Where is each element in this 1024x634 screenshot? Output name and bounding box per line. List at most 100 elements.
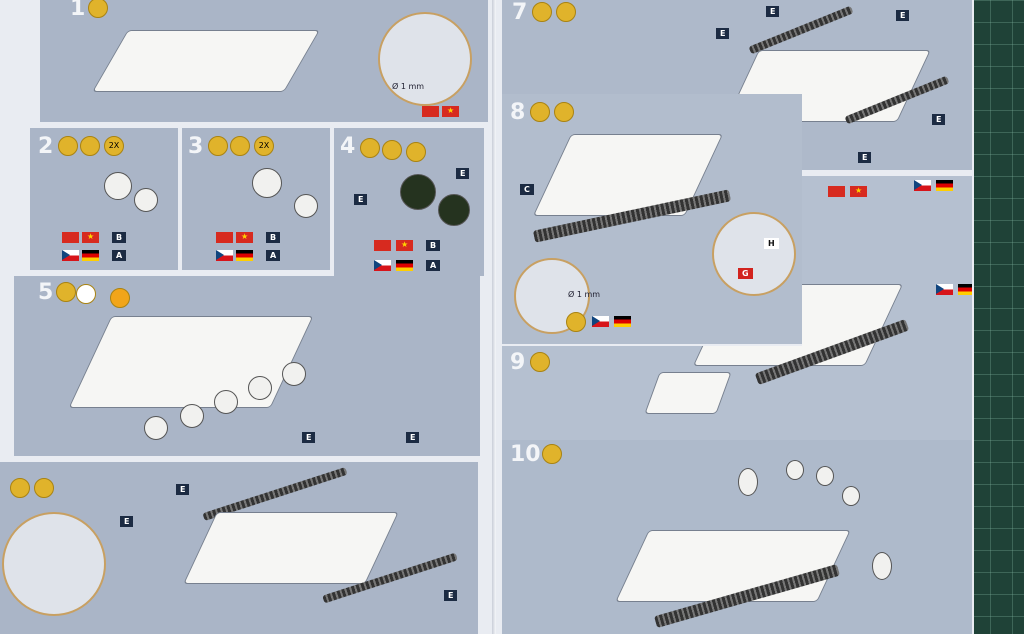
sprue-tag-a: A xyxy=(266,250,281,261)
flag-china xyxy=(62,232,79,243)
step-8-panel: 8 C H G Ø 1 mm xyxy=(502,94,802,344)
flag-vietnam xyxy=(850,186,867,197)
paint-icon xyxy=(230,136,250,156)
step-5-panel: 5 xyxy=(14,276,480,456)
flag-germany xyxy=(958,284,972,295)
flag-vietnam xyxy=(396,240,413,251)
hull-parts-drawing xyxy=(92,30,320,92)
glue-icon xyxy=(542,444,562,464)
road-wheel xyxy=(214,390,238,414)
glue-icon xyxy=(10,478,30,498)
sprue-tag-e: E xyxy=(896,10,910,21)
glue-icon xyxy=(532,2,552,22)
drill-note: Ø 1 mm xyxy=(568,290,601,299)
sprue-tag-c: C xyxy=(520,184,534,195)
glue-icon xyxy=(208,136,228,156)
flag-czech xyxy=(592,316,609,327)
flag-china xyxy=(828,186,845,197)
glue-icon xyxy=(530,352,550,372)
drum-lid-part xyxy=(786,460,804,480)
quantity-badge: 2X xyxy=(254,136,274,156)
detail-inset xyxy=(2,512,106,616)
track-link-strip xyxy=(748,5,854,55)
sprue-tag-a: A xyxy=(426,260,441,271)
glue-icon xyxy=(360,138,380,158)
complete-hull-drawing xyxy=(615,530,851,602)
flag-germany xyxy=(396,260,413,271)
flag-czech xyxy=(62,250,79,261)
road-wheel xyxy=(248,376,272,400)
step-number: 5 xyxy=(38,280,54,305)
road-wheel xyxy=(180,404,204,428)
flag-vietnam xyxy=(236,232,253,243)
glue-icon xyxy=(56,282,76,302)
instruction-sheet-left: 1 Ø 1 mm 2 2X B A 3 2X B A xyxy=(0,0,496,634)
cement-icon xyxy=(110,288,130,308)
flag-germany xyxy=(614,316,631,327)
glue-icon xyxy=(58,136,78,156)
step-number: 4 xyxy=(340,134,356,159)
attention-icon xyxy=(566,312,586,332)
step-3-panel: 3 2X B A xyxy=(182,128,330,270)
flag-czech xyxy=(914,180,931,191)
paint-icon xyxy=(382,140,402,160)
sprue-tag-e: E xyxy=(716,28,730,39)
flag-china xyxy=(422,106,439,117)
sprue-tag-b: B xyxy=(426,240,441,251)
step-6-panel: E E E E E xyxy=(0,432,478,634)
hull-with-tracks xyxy=(183,512,399,584)
rear-plate-part xyxy=(644,372,732,414)
sprue-tag-e: E xyxy=(932,114,946,125)
flag-germany xyxy=(82,250,99,261)
step-2-panel: 2 2X B A xyxy=(30,128,178,270)
sprue-tag-e: E xyxy=(456,168,470,179)
sprue-tag-g: G xyxy=(738,268,753,279)
step-number: 3 xyxy=(188,134,204,159)
sprue-tag-e: E xyxy=(858,152,872,163)
flag-vietnam xyxy=(82,232,99,243)
sprue-tag-a: A xyxy=(112,250,127,261)
flag-germany xyxy=(236,250,253,261)
wheel-part xyxy=(252,168,282,198)
sprue-tag-b: B xyxy=(112,232,127,243)
drum-lid-part xyxy=(816,466,834,486)
paint-icon xyxy=(34,478,54,498)
sprue-tag-e: E xyxy=(406,432,420,443)
brush-icon xyxy=(406,142,426,162)
sprue-tag-e: E xyxy=(120,516,134,527)
sprue-tag-b: B xyxy=(266,232,281,243)
detail-inset xyxy=(712,212,796,296)
flag-czech xyxy=(374,260,391,271)
sprue-tag-e: E xyxy=(444,590,458,601)
sprue-tag-e: E xyxy=(354,194,368,205)
step-4-panel: 4 E E B A xyxy=(334,128,484,276)
step-number: 8 xyxy=(510,100,526,125)
step-number: 1 xyxy=(70,0,86,21)
sprue-tag-e: E xyxy=(176,484,190,495)
flag-china xyxy=(216,232,233,243)
fuel-drum-part xyxy=(872,552,892,580)
flag-germany xyxy=(936,180,953,191)
road-wheel-dark xyxy=(438,194,470,226)
paint-icon xyxy=(554,102,574,122)
wheel-part xyxy=(104,172,132,200)
sprue-tag-h: H xyxy=(764,238,779,249)
step-number: 9 xyxy=(510,350,526,375)
sprue-tag-e: E xyxy=(302,432,316,443)
flag-czech xyxy=(936,284,953,295)
instruction-sheet-right: 7 E E E E E 8 C H G Ø 1 mm 9 xyxy=(496,0,974,634)
paint-icon xyxy=(556,2,576,22)
detail-inset xyxy=(378,12,472,106)
fuel-drum-part xyxy=(738,468,758,496)
quantity-badge: 2X xyxy=(104,136,124,156)
flag-china xyxy=(374,240,391,251)
lower-hull-drawing xyxy=(68,316,314,408)
step-1-panel: 1 Ø 1 mm xyxy=(40,0,488,122)
sprue-tag-e: E xyxy=(766,6,780,17)
flag-czech xyxy=(216,250,233,261)
clock-icon xyxy=(76,284,96,304)
wheel-part xyxy=(294,194,318,218)
drum-lid-part xyxy=(842,486,860,506)
drill-note: Ø 1 mm xyxy=(392,82,425,91)
glue-icon xyxy=(88,0,108,18)
